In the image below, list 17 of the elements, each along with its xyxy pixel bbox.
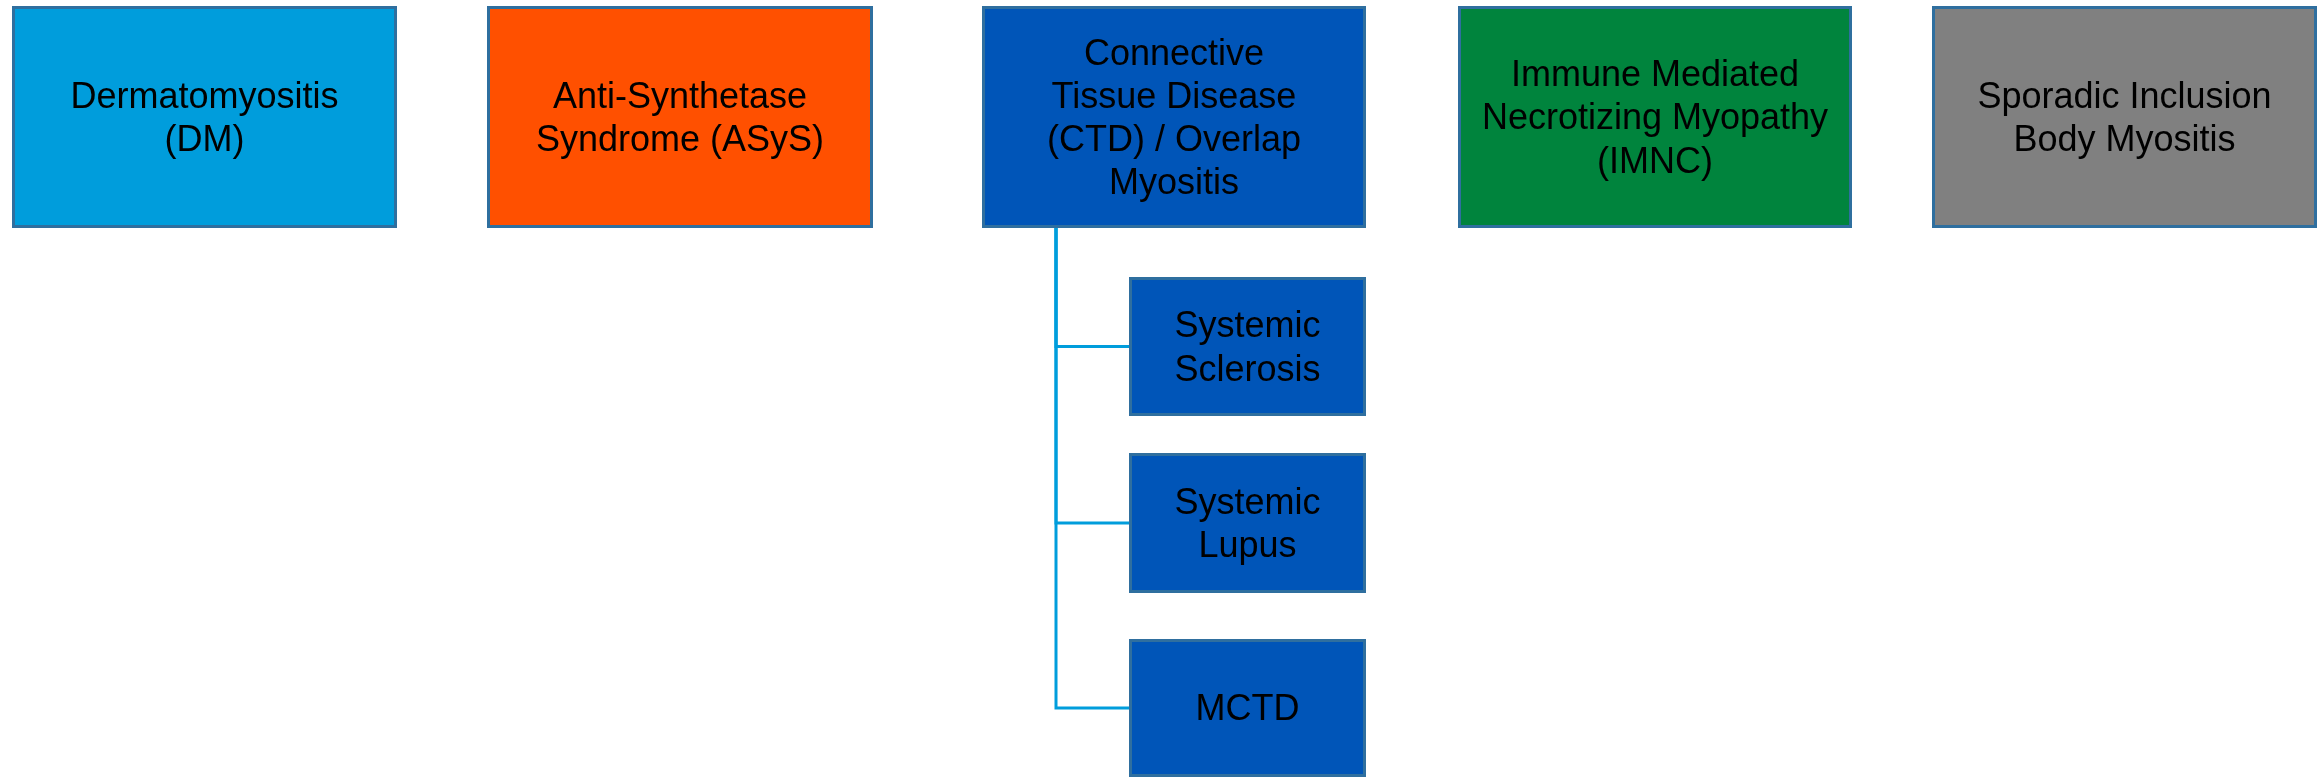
box-label: Systemic Lupus: [1173, 479, 1322, 567]
category-box: [1458, 6, 1852, 228]
category-box: [982, 6, 1366, 228]
category-box: [1129, 277, 1366, 416]
box-label: Anti-Synthetase Syndrome (ASyS): [534, 73, 826, 161]
category-box: [1129, 453, 1366, 593]
category-box: [1129, 639, 1366, 777]
box-label: Connective Tissue Disease (CTD) / Overlap Myositis: [1046, 30, 1302, 204]
category-box: [1932, 6, 2317, 228]
category-box: [12, 6, 397, 228]
box-label: Immune Mediated Necrotizing Myopathy (IMNC): [1481, 52, 1829, 182]
category-box: [487, 6, 873, 228]
box-label: Dermatomyositis (DM): [69, 73, 340, 161]
box-label: MCTD: [1195, 686, 1300, 730]
box-label: Sporadic Inclusion Body Myositis: [1976, 73, 2273, 161]
connector-line: [1054, 228, 1129, 710]
box-label: Systemic Sclerosis: [1173, 303, 1322, 390]
